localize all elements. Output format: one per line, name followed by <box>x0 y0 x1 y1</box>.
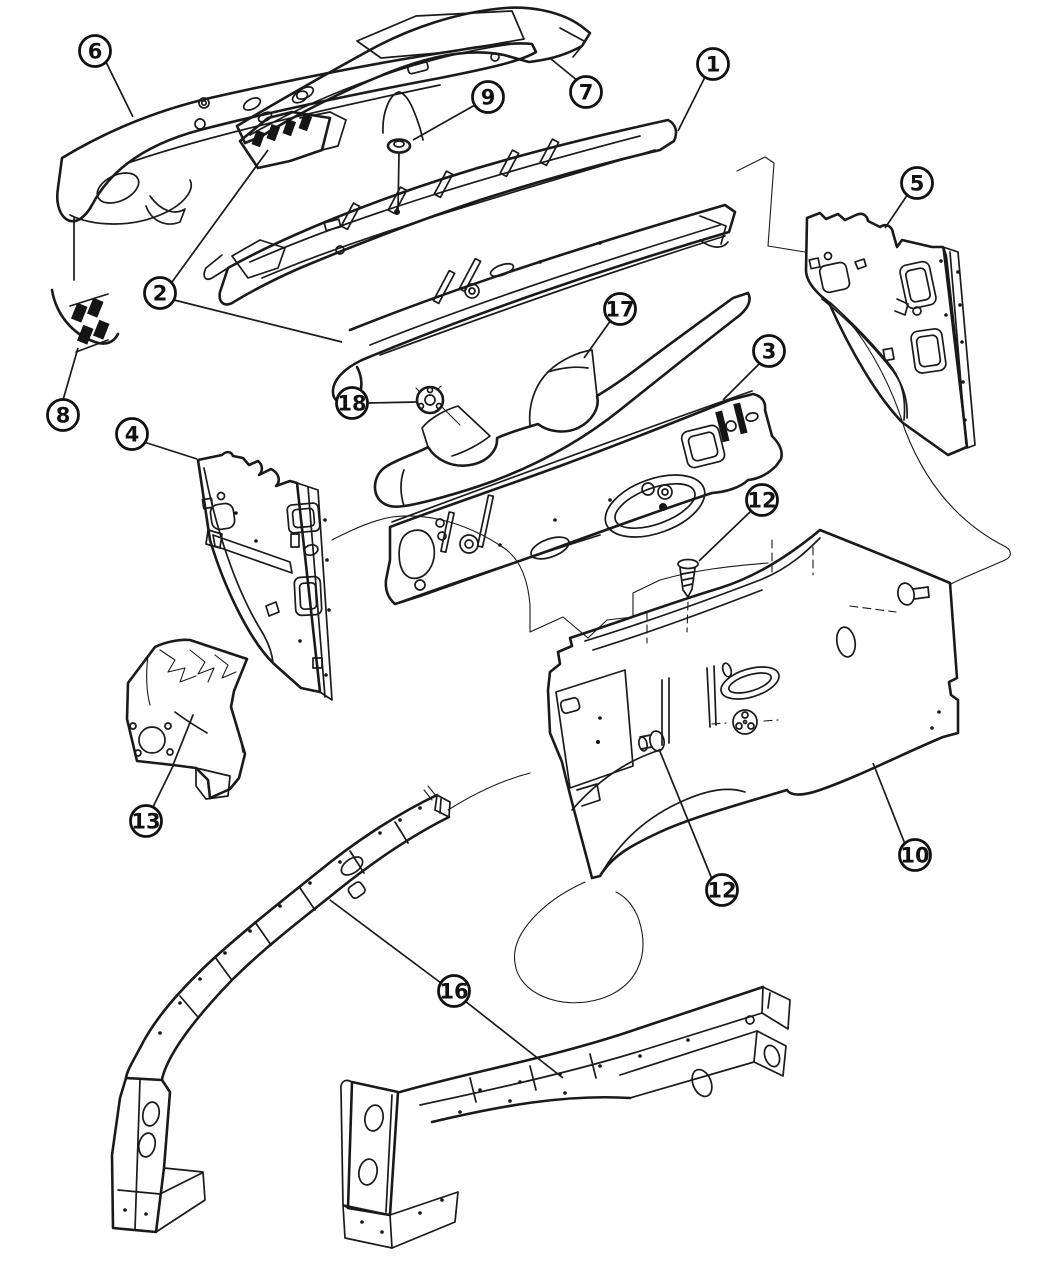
callout-8[interactable]: 8 <box>46 398 80 432</box>
part-frame-rail-left <box>110 785 451 1234</box>
callout-5-label: 5 <box>910 172 925 196</box>
callout-16[interactable]: 16 <box>437 974 471 1008</box>
callout-12-upper[interactable]: 12 <box>745 483 779 517</box>
callout-4[interactable]: 4 <box>115 417 149 451</box>
callout-2[interactable]: 2 <box>143 276 177 310</box>
callout-12-lower-label: 12 <box>707 879 736 903</box>
callout-7[interactable]: 7 <box>569 75 603 109</box>
callout-1-label: 1 <box>706 53 721 77</box>
part-plug <box>382 91 424 211</box>
callout-17-label: 17 <box>605 298 634 322</box>
callout-6-label: 6 <box>88 40 103 64</box>
part-dash-panel <box>546 528 960 880</box>
callout-6[interactable]: 6 <box>78 34 112 68</box>
part-cowl-reinforcement-bracket <box>238 110 347 170</box>
part-cowl-plenum-lower-panel <box>331 203 737 405</box>
callout-10[interactable]: 10 <box>898 838 932 872</box>
callout-5[interactable]: 5 <box>900 166 934 200</box>
callout-2-label: 2 <box>153 282 168 306</box>
part-frame-rail-right <box>340 985 791 1249</box>
callout-3[interactable]: 3 <box>752 334 786 368</box>
callout-3-label: 3 <box>762 340 777 364</box>
callout-16-label: 16 <box>439 980 468 1004</box>
part-cowl-plenum-upper-panel <box>203 118 678 306</box>
part-bracket-assembly <box>125 638 249 800</box>
part-cowl-side-panel-left <box>196 450 333 701</box>
callout-7-label: 7 <box>579 81 594 105</box>
callout-12-upper-label: 12 <box>747 489 776 513</box>
phantom-reference-lines <box>331 156 1011 1004</box>
callout-9[interactable]: 9 <box>471 80 505 114</box>
callout-13[interactable]: 13 <box>129 804 163 838</box>
part-grommet <box>415 385 445 415</box>
callout-8-label: 8 <box>56 404 71 428</box>
callout-17[interactable]: 17 <box>603 292 637 326</box>
part-dash-silencer <box>373 291 751 508</box>
part-dash-panel-upper <box>384 390 783 606</box>
callout-18[interactable]: 18 <box>335 386 369 420</box>
part-bracket-small <box>50 217 120 353</box>
leader-lines <box>62 58 909 1079</box>
part-cowl-screen <box>55 42 538 225</box>
callout-12-lower[interactable]: 12 <box>705 873 739 907</box>
callout-10-label: 10 <box>900 844 929 868</box>
callout-18-label: 18 <box>337 392 366 416</box>
callout-1[interactable]: 1 <box>696 47 730 81</box>
callout-13-label: 13 <box>131 810 160 834</box>
part-cowl-side-panel-right <box>804 211 976 457</box>
callout-9-label: 9 <box>481 86 496 110</box>
callout-4-label: 4 <box>125 423 140 447</box>
